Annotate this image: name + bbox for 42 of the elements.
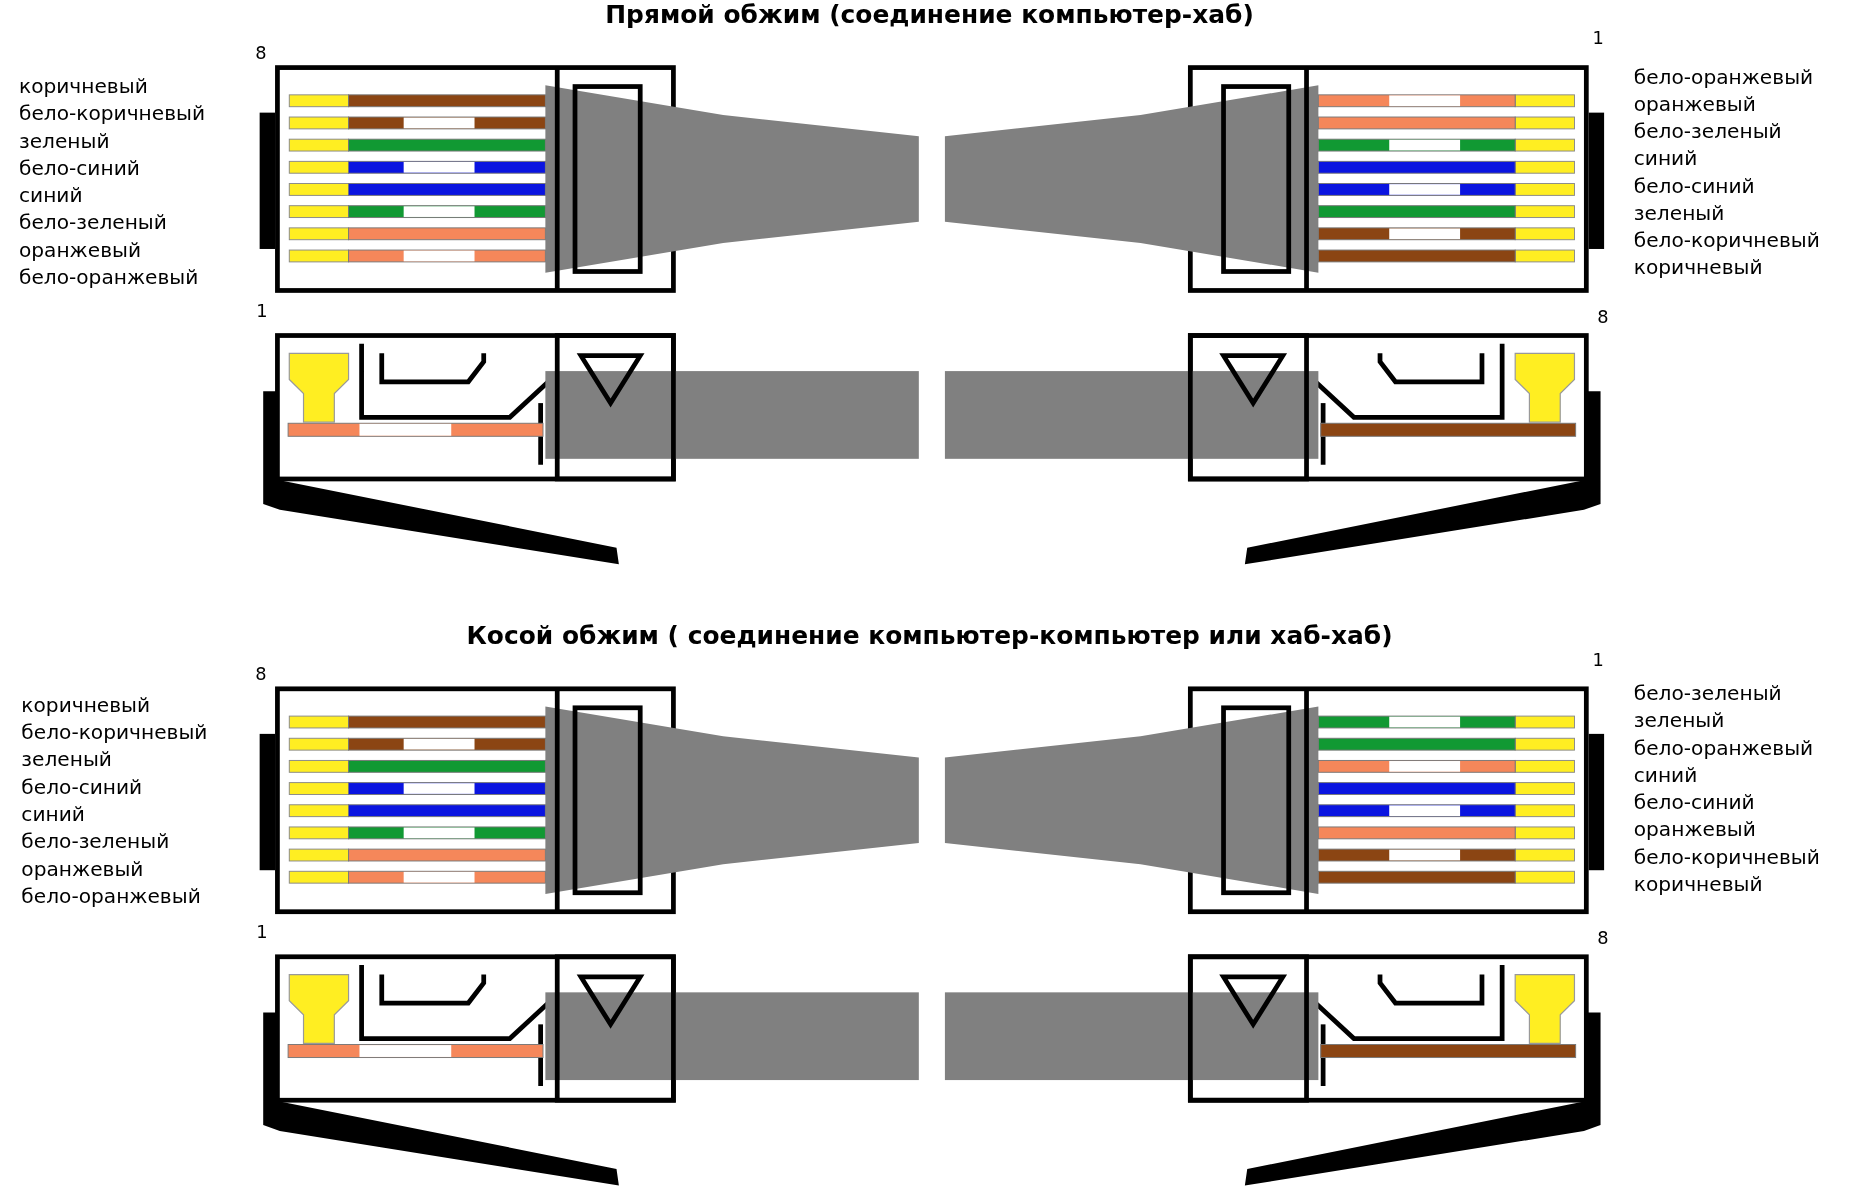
wire-color-label: оранжевый: [1633, 94, 1756, 115]
wire-color-label: бело-синий: [1633, 176, 1755, 197]
wire-color-label: синий: [18, 185, 83, 206]
wire-color-label: коричневый: [1633, 874, 1763, 895]
pin-number: 1: [256, 302, 268, 321]
wire-color-label: зеленый: [1633, 710, 1725, 731]
pin-number: 8: [1597, 308, 1609, 327]
wire-color-label: синий: [21, 804, 85, 825]
wire-color-label: бело-синий: [21, 777, 143, 798]
wire-color-label: зеленый: [18, 131, 110, 152]
wire-color-label: зеленый: [1633, 203, 1725, 224]
wire-color-label: бело-синий: [18, 158, 140, 179]
pin-number: 8: [255, 665, 267, 684]
section-heading: Прямой обжим (соединение компьютер-хаб): [605, 2, 1254, 28]
wire-color-label: бело-оранжевый: [1633, 738, 1814, 759]
pin-number: 8: [1597, 930, 1609, 948]
section-heading: Косой обжим ( соединение компьютер-компьютер или хаб-хаб): [466, 624, 1393, 650]
wire-color-label: бело-коричневый: [18, 103, 206, 124]
wire-color-label: бело-коричневый: [1633, 847, 1820, 868]
wire-color-label: оранжевый: [21, 858, 144, 880]
wire-color-label: бело-оранжевый: [21, 886, 201, 907]
wire-color-label: коричневый: [1633, 257, 1763, 278]
pin-number: 1: [1592, 651, 1604, 670]
pin-number: 1: [256, 924, 268, 942]
wire-color-label: коричневый: [21, 695, 151, 716]
wire-color-label: оранжевый: [18, 240, 142, 261]
wire-color-label: зеленый: [21, 749, 112, 771]
wire-color-label: бело-коричневый: [21, 722, 208, 743]
wire-color-label: оранжевый: [1633, 819, 1756, 840]
wire-color-label: синий: [1633, 148, 1698, 169]
wire-color-label: бело-оранжевый: [1633, 67, 1814, 88]
wire-color-label: коричневый: [18, 76, 148, 97]
pin-number: 1: [1592, 30, 1604, 48]
wire-color-label: синий: [1633, 765, 1698, 786]
pin-number: 8: [255, 44, 267, 63]
wire-color-label: бело-коричневый: [1633, 230, 1820, 251]
wire-color-label: бело-оранжевый: [18, 267, 199, 288]
wire-color-label: бело-зеленый: [18, 212, 167, 233]
wire-color-label: бело-синий: [1633, 792, 1755, 813]
wire-color-label: бело-зеленый: [1633, 121, 1782, 142]
wire-color-label: бело-зеленый: [1633, 683, 1782, 704]
wire-color-label: бело-зеленый: [21, 831, 170, 852]
